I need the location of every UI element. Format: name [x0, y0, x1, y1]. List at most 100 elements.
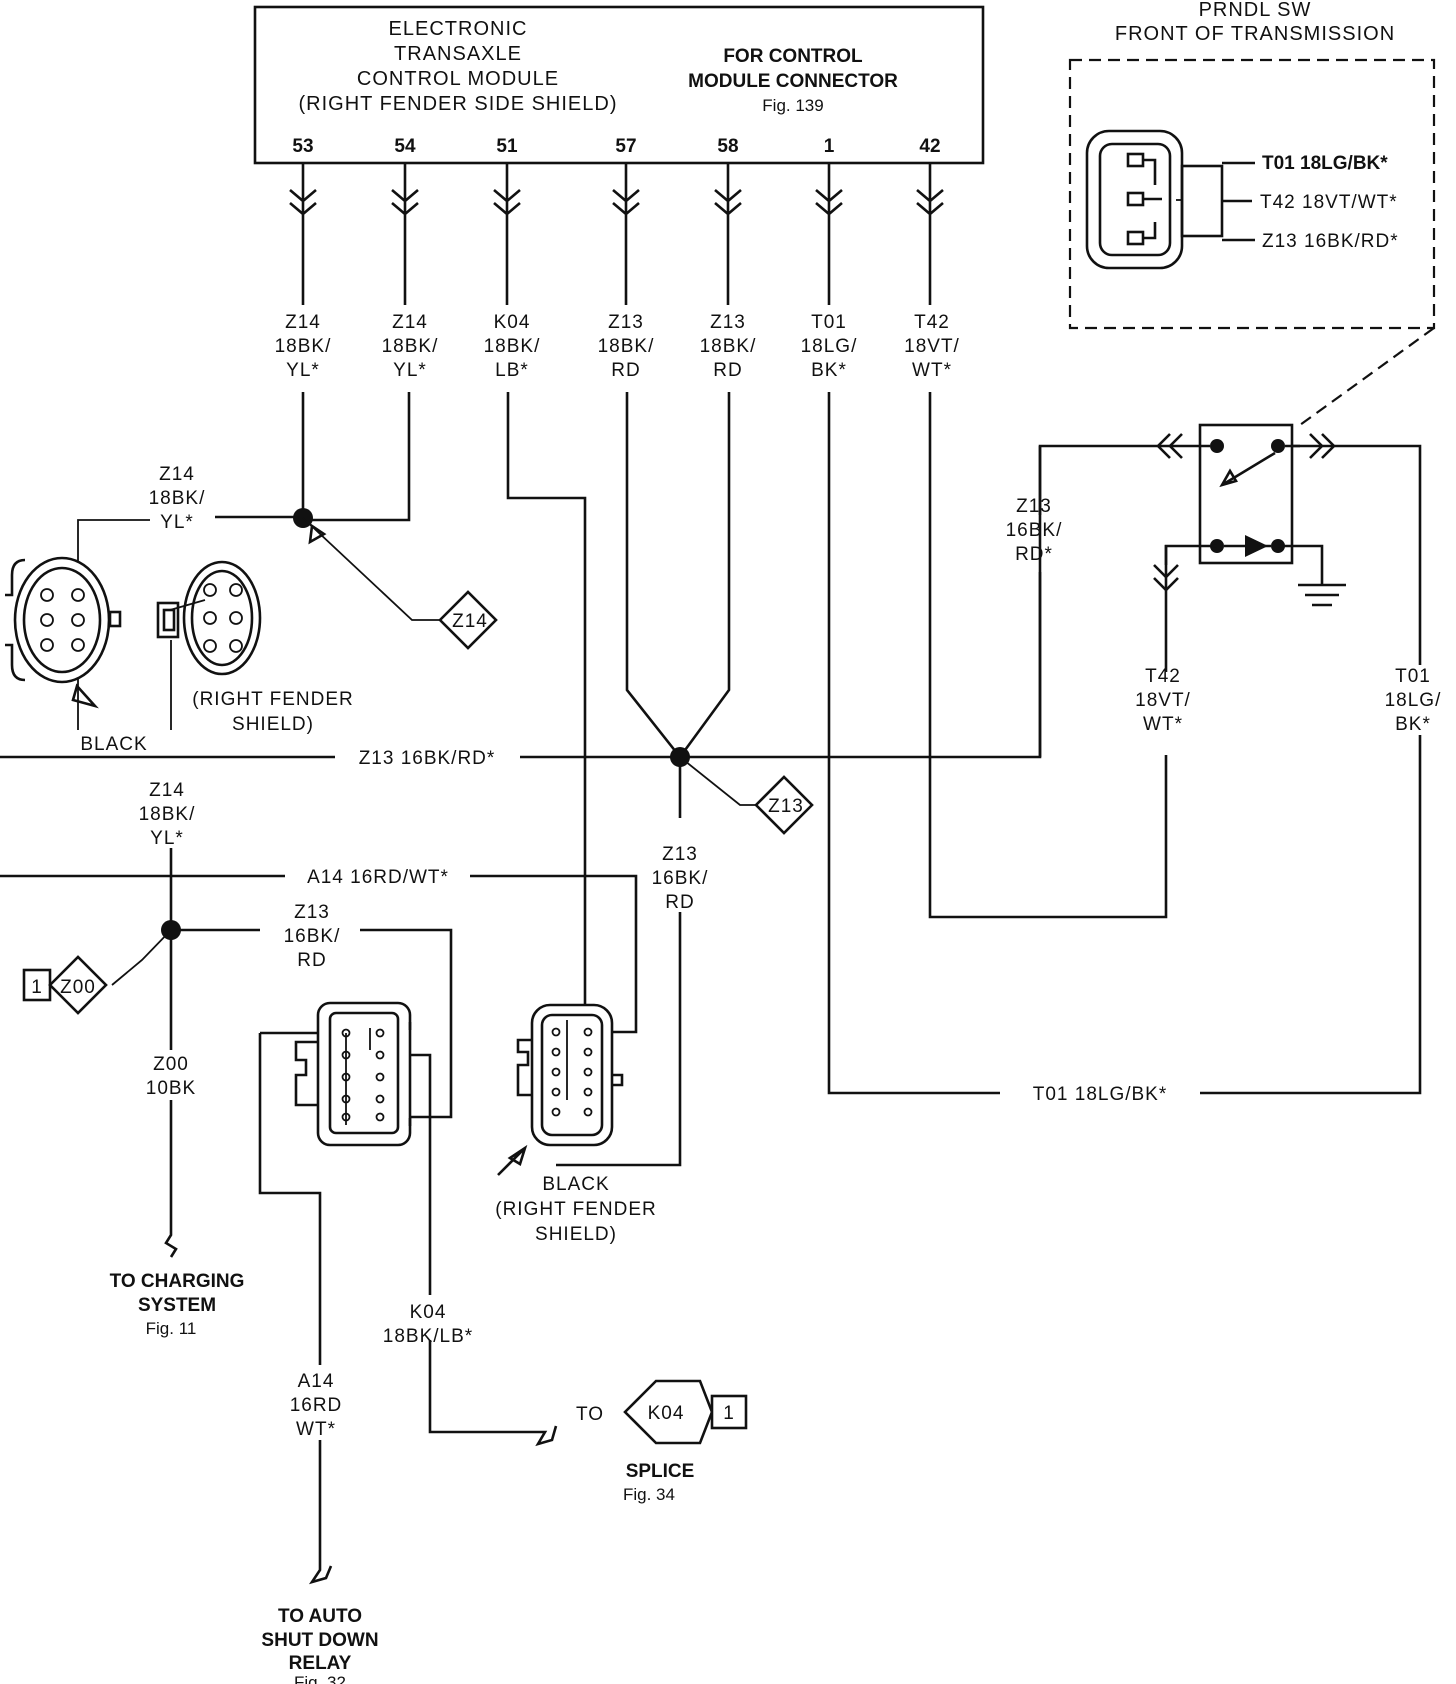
k04-splice-num: 1 [723, 1403, 735, 1424]
a14-down-1: A14 [298, 1371, 335, 1392]
wires [0, 220, 1422, 1585]
connector-fig: Fig. 139 [762, 96, 823, 115]
z14-down-1: Z14 [149, 780, 185, 801]
splice-fig: Fig. 34 [623, 1485, 675, 1504]
module-pin-51: 51 [496, 136, 518, 157]
module-title-3: CONTROL MODULE [357, 68, 559, 90]
module-title-4: (RIGHT FENDER SIDE SHIELD) [299, 93, 618, 115]
wire-label-53-2: 18BK/ [275, 336, 332, 357]
z13-splice-down-1: Z13 [662, 844, 698, 865]
z13-prndl-1: Z13 [1016, 496, 1052, 517]
prndl-title-1: PRNDL SW [1199, 0, 1312, 21]
t42-prndl-2: 18VT/ [1135, 690, 1191, 711]
wire-labels: Z14 18BK/ YL* Z13 16BK/RD* Z14 18BK/ YL*… [139, 464, 1442, 1440]
bottom-black-label-2: (RIGHT FENDER [495, 1199, 656, 1220]
wire-label-51-1: K04 [494, 312, 531, 333]
z13-connector-3: RD [297, 950, 326, 971]
t01-right-2: 18LG/ [1385, 690, 1442, 711]
wire-label-58-1: Z13 [710, 312, 746, 333]
wire-label-57-2: 18BK/ [598, 336, 655, 357]
module-pin-58: 58 [717, 136, 738, 157]
prndl-switch: PRNDL SW FRONT OF TRANSMISSION T01 18LG/… [1068, 0, 1436, 607]
wire-label-42-3: WT* [912, 360, 952, 381]
z13-prndl-3: RD* [1015, 544, 1053, 565]
k04-splice-tag: K04 [648, 1403, 685, 1424]
prndl-pin-1: T01 18LG/BK* [1262, 153, 1388, 174]
wire-label-42-2: 18VT/ [904, 336, 960, 357]
destinations: TO CHARGING SYSTEM Fig. 11 TO AUTO SHUT … [110, 1271, 748, 1684]
module-pin-1: 1 [824, 136, 835, 157]
wire-label-53-1: Z14 [285, 312, 321, 333]
wire-label-54-3: YL* [393, 360, 427, 381]
splice-word: SPLICE [626, 1461, 695, 1482]
wire-label-53-3: YL* [286, 360, 320, 381]
z13-splice-tag: Z13 [768, 796, 804, 817]
control-module: ELECTRONIC TRANSAXLE CONTROL MODULE (RIG… [253, 5, 985, 165]
wire-label-58-3: RD [713, 360, 742, 381]
prndl-pin-2: T42 18VT/WT* [1260, 192, 1398, 213]
charging-dest-2: SYSTEM [138, 1295, 216, 1316]
t01-bottom-label: T01 18LG/BK* [1033, 1084, 1168, 1105]
splice-to: TO [576, 1404, 604, 1425]
t01-right-1: T01 [1395, 666, 1431, 687]
asd-dest-1: TO AUTO [278, 1606, 362, 1627]
z13-horizontal-label: Z13 16BK/RD* [359, 748, 496, 769]
z00-splice-num: 1 [31, 977, 43, 998]
charging-fig: Fig. 11 [146, 1319, 197, 1338]
pin-terminals [289, 163, 944, 220]
prndl-pin-3: Z13 16BK/RD* [1262, 231, 1399, 252]
asd-fig: Fig. 32 [294, 1673, 346, 1684]
module-pin-53: 53 [292, 136, 313, 157]
wire-label-1-3: BK* [811, 360, 847, 381]
z14-down-3: YL* [150, 828, 184, 849]
z14-left-2: 18BK/ [149, 488, 206, 509]
wire-label-42-1: T42 [914, 312, 950, 333]
module-title-1: ELECTRONIC [389, 18, 528, 40]
a14-down-3: WT* [296, 1419, 336, 1440]
mid-connector [294, 1001, 412, 1147]
wire-label-1-1: T01 [811, 312, 847, 333]
t42-prndl-1: T42 [1145, 666, 1181, 687]
z13-splice-down-3: RD [665, 892, 694, 913]
wire-label-57-3: RD [611, 360, 640, 381]
wire-label-54-1: Z14 [392, 312, 428, 333]
z14-left-3: YL* [160, 512, 194, 533]
prndl-title-2: FRONT OF TRANSMISSION [1115, 23, 1395, 45]
asd-dest-3: RELAY [289, 1653, 352, 1674]
t01-right-3: BK* [1395, 714, 1431, 735]
a14-down-2: 16RD [290, 1395, 343, 1416]
z14-splice-tag: Z14 [452, 611, 488, 632]
right-fender-label-2: SHIELD) [232, 714, 314, 735]
module-pin-42: 42 [919, 136, 940, 157]
z14-left-1: Z14 [159, 464, 195, 485]
wire-label-51-2: 18BK/ [484, 336, 541, 357]
left-black-label: BLACK [80, 734, 147, 755]
wire-label-1-2: 18LG/ [801, 336, 858, 357]
z14-down-2: 18BK/ [139, 804, 196, 825]
asd-dest-2: SHUT DOWN [261, 1630, 378, 1651]
z00-label-1: Z00 [153, 1054, 189, 1075]
left-black-connector: BLACK [5, 556, 147, 755]
wire-label-54-2: 18BK/ [382, 336, 439, 357]
k04-down-2: 18BK/LB* [383, 1326, 473, 1347]
pin-wire-labels: Z14 18BK/ YL* Z14 18BK/ YL* K04 18BK/ LB… [275, 312, 960, 381]
z00-splice-tag: Z00 [60, 977, 96, 998]
t42-prndl-3: WT* [1143, 714, 1183, 735]
a14-horizontal-label: A14 16RD/WT* [307, 867, 449, 888]
module-pin-57: 57 [615, 136, 636, 157]
module-title-2: TRANSAXLE [394, 43, 522, 65]
z13-prndl-2: 16BK/ [1006, 520, 1063, 541]
module-pin-54: 54 [394, 136, 416, 157]
z13-connector-1: Z13 [294, 902, 330, 923]
z00-label-2: 10BK [146, 1078, 196, 1099]
z13-splice-down-2: 16BK/ [652, 868, 709, 889]
bottom-black-label-1: BLACK [542, 1174, 609, 1195]
right-fender-connector: (RIGHT FENDER SHIELD) [156, 560, 353, 735]
bottom-black-label-3: SHIELD) [535, 1224, 617, 1245]
right-fender-label-1: (RIGHT FENDER [192, 689, 353, 710]
z13-connector-2: 16BK/ [284, 926, 341, 947]
connector-note-2: MODULE CONNECTOR [688, 71, 898, 92]
wire-label-57-1: Z13 [608, 312, 644, 333]
wire-label-58-2: 18BK/ [700, 336, 757, 357]
